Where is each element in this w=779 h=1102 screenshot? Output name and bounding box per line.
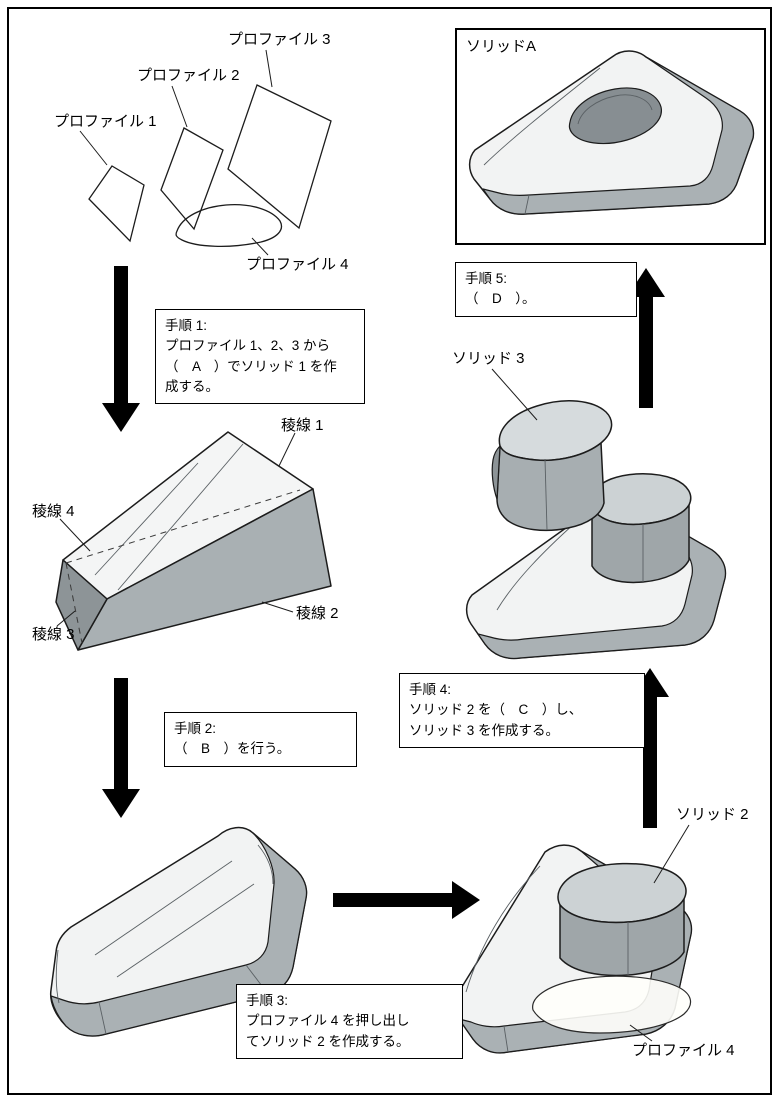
leader-edge-4 — [59, 518, 91, 552]
label-edge-3: 稜線 3 — [32, 626, 75, 643]
solid-a-group — [468, 50, 755, 215]
profile-4-flat-outline — [532, 975, 692, 1034]
wedge-loft-line-2 — [94, 462, 199, 576]
base-front-face — [477, 504, 727, 660]
step1-box: 手順 1: プロファイル 1、2、3 から （ A ）でソリッド 1 を作 成す… — [155, 309, 365, 404]
label-solid-a: ソリッドA — [466, 38, 537, 55]
step3-title: 手順 3: — [246, 993, 289, 1008]
leader-profile-4-bottom — [629, 1024, 653, 1042]
step4-line: ソリッド 3 を作成する。 — [409, 722, 560, 738]
step4-box: 手順 4: ソリッド 2 を（ C ）し、 ソリッド 3 を作成する。 — [399, 673, 645, 748]
contour-line — [524, 194, 530, 215]
step1-line: 成する。 — [165, 378, 219, 394]
solid-a-frame — [455, 28, 766, 245]
wedge-loft-line-1 — [117, 443, 244, 591]
wedge-hidden-edge-2 — [65, 562, 83, 644]
contour-line — [116, 883, 255, 978]
leader-edge-2 — [261, 601, 294, 613]
leader-solid-3 — [491, 368, 538, 421]
profile-4-shape — [175, 204, 283, 247]
leader-profile-1 — [79, 130, 108, 166]
contour-line — [544, 458, 548, 531]
solid1-wedge-group — [55, 431, 332, 651]
profiles-group — [88, 84, 332, 247]
contour-line — [465, 865, 541, 993]
label-solid-3: ソリッド 3 — [452, 350, 525, 367]
wedge-hidden-edge-1 — [65, 489, 301, 564]
step5-title: 手順 5: — [465, 271, 508, 286]
contour-line — [94, 860, 233, 956]
contour-line — [98, 1001, 107, 1035]
contour-line — [496, 522, 576, 611]
step1-line: プロファイル 1、2、3 から — [165, 338, 331, 354]
contour-line — [483, 67, 601, 166]
step5-box: 手順 5: （ D ）。 — [455, 262, 637, 317]
solid-a-hole — [568, 87, 662, 145]
step2-box: 手順 2: （ B ）を行う。 — [164, 712, 357, 767]
label-profile-3: プロファイル 3 — [228, 31, 331, 48]
page-border — [7, 7, 772, 1095]
label-profile-4-top: プロファイル 4 — [246, 256, 349, 273]
profile-3-shape — [227, 84, 332, 230]
solid2-box-front-face — [559, 898, 685, 977]
solid2-box-front-face — [591, 504, 690, 584]
step4-title: 手順 4: — [409, 682, 452, 697]
step4-line: ソリッド 2 を（ C ）し、 — [409, 702, 583, 718]
step3-line: てソリッド 2 を作成する。 — [246, 1033, 410, 1049]
leader-profile-4-top — [251, 237, 269, 256]
solid3-side-face — [491, 445, 501, 500]
arrow-step2-down — [102, 678, 140, 818]
label-profile-4-bottom: プロファイル 4 — [632, 1042, 735, 1059]
step3-line: プロファイル 4 を押し出し — [246, 1013, 410, 1029]
label-solid-2: ソリッド 2 — [676, 806, 749, 823]
step2-title: 手順 2: — [174, 721, 217, 736]
arrow-step5-up — [627, 268, 665, 408]
label-edge-4: 稜線 4 — [32, 503, 75, 520]
arrow-step4-up — [631, 668, 669, 828]
solid3-front-face — [496, 442, 605, 532]
leader-solid-2 — [653, 824, 690, 884]
leader-profile-3 — [265, 49, 273, 88]
leader-edge-3 — [56, 610, 76, 627]
profile-2-shape — [160, 127, 224, 231]
solid-a-hole-rim — [577, 94, 653, 125]
leader-edge-1 — [278, 432, 296, 467]
profile-1-shape — [88, 165, 145, 243]
label-profile-1: プロファイル 1 — [54, 113, 157, 130]
contour-line — [55, 949, 60, 1004]
label-edge-1: 稜線 1 — [281, 417, 324, 434]
step2-line: （ B ）を行う。 — [174, 741, 291, 757]
contour-line — [257, 844, 274, 885]
step3-box: 手順 3: プロファイル 4 を押し出し てソリッド 2 を作成する。 — [236, 984, 463, 1059]
label-profile-2: プロファイル 2 — [137, 67, 240, 84]
arrow-step1-down — [102, 266, 140, 432]
solid2-figure-group — [453, 844, 693, 1054]
step1-title: 手順 1: — [165, 318, 208, 333]
solid3-figure-group — [465, 400, 727, 660]
arrows-group — [102, 266, 669, 919]
leader-profile-2 — [171, 85, 188, 128]
contour-line — [503, 1025, 509, 1053]
label-edge-2: 稜線 2 — [296, 605, 339, 622]
step1-line: （ A ）でソリッド 1 を作 — [165, 358, 337, 374]
arrow-step3-right — [333, 881, 480, 919]
solid-a-front-face — [482, 56, 755, 215]
wedge-left-face — [55, 559, 108, 651]
leader-lines-group — [56, 49, 690, 1042]
step5-line: （ D ）。 — [465, 291, 536, 307]
